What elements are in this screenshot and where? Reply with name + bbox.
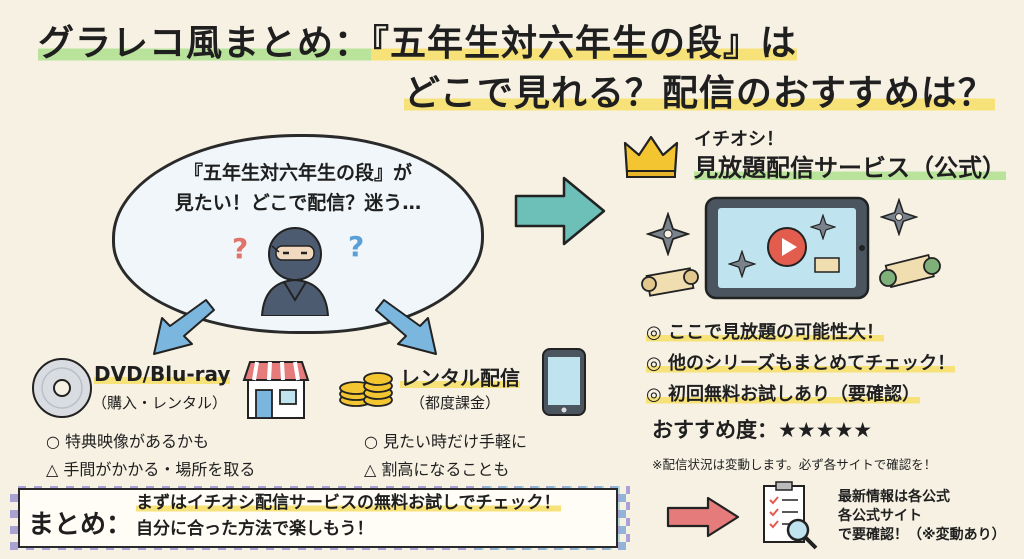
dvd-pro: ○ 特典映像があるかも	[46, 432, 210, 451]
title-question: どこで見れる？配信のおすすめは？	[404, 73, 995, 114]
question-mark-left: ?	[232, 232, 249, 265]
recommend-heading-text: 見放題配信サービス（公式）	[694, 154, 1006, 182]
rating-label: おすすめ度：★★★★★	[652, 418, 873, 442]
rental-sub: （都度課金）	[410, 394, 501, 412]
title-prefix: グラレコ風まとめ：	[38, 23, 372, 64]
cloud-line1: 『五年生対六年生の段』が	[183, 162, 412, 184]
recommend-label: イチオシ！	[694, 129, 784, 150]
smartphone-icon	[542, 348, 586, 416]
info-line3: で要確認！（※変動あり）	[838, 527, 1006, 543]
dvd-title: DVD/Blu-ray	[94, 362, 231, 386]
summary-line2: 自分に合った方法で楽しもう！	[136, 519, 374, 539]
ninja-icon	[260, 227, 330, 316]
coins-icon	[339, 372, 393, 407]
recommend-item: ◎ ここで見放題の可能性大！	[646, 322, 884, 343]
play-icon	[767, 227, 807, 267]
rental-pro: ○ 見たい時だけ手軽に	[364, 432, 528, 451]
cloud-text: 『五年生対六年生の段』が 見たい！どこで配信？迷う…	[112, 158, 484, 218]
scroll-icon	[641, 267, 699, 297]
checklist-magnifier-icon	[763, 481, 818, 550]
title-subject: 『五年生対六年生の段』は	[371, 23, 798, 64]
question-mark-right: ?	[348, 230, 365, 263]
shuriken-icon	[880, 198, 918, 236]
shuriken-icon	[646, 212, 690, 256]
shuriken-icon	[728, 250, 756, 278]
info-line1: 最新情報は各公式	[838, 489, 950, 505]
recommend-list: ◎ ここで見放題の可能性大！ ◎ 他のシリーズもまとめてチェック！ ◎ 初回無料…	[646, 318, 956, 411]
status-note: ※配信状況は変動します。必ず各サイトで確認を！	[652, 457, 937, 472]
arrow-icon	[375, 299, 437, 355]
summary-text: まずはイチオシ配信サービスの無料お試しでチェック！ 自分に合った方法で楽しもう！	[136, 490, 561, 542]
arrow-icon	[666, 496, 740, 538]
crown-icon	[623, 135, 679, 178]
summary-label: まとめ：	[28, 510, 133, 540]
cloud-line2: 見たい！どこで配信？迷う…	[174, 192, 422, 214]
info-text: 最新情報は各公式 各公式サイト で要確認！（※変動あり）	[838, 488, 1006, 545]
shop-icon	[242, 361, 310, 419]
info-line2: 各公式サイト	[838, 508, 922, 524]
shuriken-icon	[810, 214, 836, 240]
recommend-item: ◎ 初回無料お試しあり（要確認）	[646, 384, 920, 405]
dvd-con: △ 手間がかかる・場所を取る	[46, 460, 256, 479]
disc-icon	[32, 358, 92, 418]
arrow-icon	[153, 299, 215, 355]
dvd-sub: （購入・レンタル）	[92, 394, 228, 412]
recommend-item: ◎ 他のシリーズもまとめてチェック！	[646, 353, 956, 374]
arrow-icon	[514, 176, 606, 246]
rental-title: レンタル配信	[400, 366, 520, 390]
summary-line1: まずはイチオシ配信サービスの無料お試しでチェック！	[136, 493, 561, 513]
recommend-heading: 見放題配信サービス（公式）	[694, 148, 1006, 183]
scroll-icon	[814, 257, 840, 273]
page-title-line1: グラレコ風まとめ：『五年生対六年生の段』は	[38, 14, 798, 66]
page-title-line2: どこで見れる？配信のおすすめは？	[404, 64, 995, 116]
scroll-icon	[879, 253, 941, 289]
rental-con: △ 割高になることも	[364, 460, 510, 479]
